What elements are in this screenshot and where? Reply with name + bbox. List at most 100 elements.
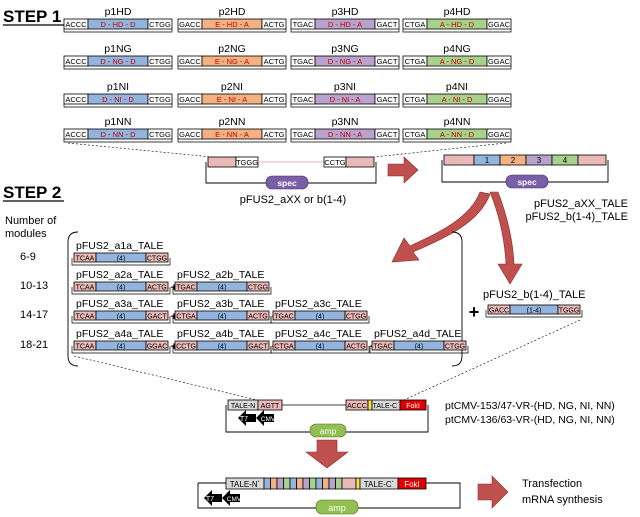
t7-promoter-icon: [238, 410, 256, 426]
site-right-label: GACT: [377, 130, 398, 139]
plasmid-name: pFUS2_a1a_TALE: [76, 240, 163, 252]
module-range: 10-13: [20, 280, 48, 292]
insert-label: D - NN - D: [101, 130, 137, 139]
site-right-label: GACT: [377, 20, 398, 29]
plasmid-loop: [290, 139, 400, 143]
insert-label: A - NN - D: [440, 130, 475, 139]
plasmid-name: pFUS2_a3a_TALE: [76, 298, 163, 310]
final-site: [341, 477, 357, 490]
insert-label: D - NG - D: [100, 57, 136, 66]
plasmid-loop: [270, 346, 370, 354]
plasmid-name: pFUS2_a4a_TALE: [76, 328, 163, 340]
site-left-label: CTGA: [274, 344, 294, 351]
insert-label: (4): [117, 256, 126, 263]
site-left-label: ACCC: [65, 20, 87, 29]
site-left-label: CTGA: [405, 20, 426, 29]
connector-vec-left: [73, 355, 258, 401]
b-plasmid-loop: [485, 310, 583, 318]
site-right: [261, 128, 287, 140]
tale-n-label: TALE-N: [231, 403, 255, 410]
vector-label-1: ptCMV-153/47-VR-(HD, NG, NI, NN): [445, 400, 615, 412]
final-tale-c-label: TALE-C´: [364, 480, 395, 489]
product-spec-label: spec: [517, 177, 537, 187]
site-left-label: ACCC: [65, 57, 87, 66]
final-cmv-icon: [222, 490, 240, 506]
site-right-label: GACT: [248, 344, 268, 351]
plus-sign: +: [171, 341, 177, 353]
step1-title: STEP 1: [3, 7, 61, 26]
insert-label: A - NI - D: [442, 95, 473, 104]
final-loop: [197, 482, 461, 509]
arrow-to-b: [489, 191, 523, 285]
product-end-right: [577, 154, 607, 166]
insert-label: (4): [415, 344, 424, 351]
plasmid-loop: [172, 287, 272, 295]
site-left-label: TCAA: [76, 344, 95, 351]
insert-label: D - NI - D: [102, 95, 134, 104]
plasmid-name: p3NI: [334, 81, 356, 93]
site-right: [261, 55, 287, 67]
site-left-label: TGAC: [293, 20, 314, 29]
cmv-label: CMV: [261, 416, 276, 423]
site-right: [486, 18, 512, 30]
plasmid-name: p3HD: [332, 6, 359, 18]
plasmid-loop: [402, 66, 512, 70]
amp-marker: [309, 423, 347, 438]
plus-sign: +: [171, 282, 177, 294]
site-right: [486, 55, 512, 67]
site-right: [145, 310, 169, 321]
plasmid-name: p4NG: [443, 43, 470, 55]
bracket-right: [451, 231, 463, 367]
final-module: [322, 477, 330, 490]
plasmid-loop: [63, 66, 173, 70]
plasmid-loop: [71, 287, 171, 295]
plasmid-name: pFUS2_a3c_TALE: [275, 298, 362, 310]
backbone-end-right: [345, 156, 375, 168]
plasmid-loop: [177, 104, 287, 108]
site-left-label: TCAA: [76, 314, 95, 321]
site-right: [374, 93, 400, 105]
site-right-label: GGAC: [147, 344, 168, 351]
output-transfection: Transfection: [522, 478, 582, 490]
spec-marker: [265, 175, 309, 190]
site-left-label: TGAC: [373, 344, 392, 351]
site-right: [145, 340, 169, 351]
final-module: [315, 477, 323, 490]
site-left-label: ACCC: [65, 95, 87, 104]
b-site-right: [557, 304, 581, 315]
insert-label: (4): [117, 285, 126, 292]
site-right-label: GACT: [377, 95, 398, 104]
site-left-label: GACC: [179, 130, 201, 139]
plasmid-loop: [177, 29, 287, 33]
foki-label: FokI: [406, 403, 420, 410]
plasmid-name: p4HD: [444, 6, 471, 18]
site-right: [246, 310, 270, 321]
site-right-label: CTGG: [248, 285, 268, 292]
plasmid-name: pFUS2_a4b_TALE: [177, 328, 264, 340]
tale-c-label: TALE-C´: [373, 403, 400, 410]
site-right: [374, 128, 400, 140]
site-left-label: TGAC: [293, 95, 314, 104]
b-plasmid-name: pFUS2_b(1-4)_TALE: [483, 289, 586, 301]
vector-site-right-label: ACCC: [347, 403, 367, 410]
final-module: [302, 477, 310, 490]
site-right: [145, 252, 169, 263]
modules-header-2: modules: [5, 228, 47, 240]
site-left-label: TGAC: [293, 57, 314, 66]
site-right: [246, 340, 270, 351]
final-module: [296, 477, 304, 490]
site-left-label: TGAC: [274, 314, 293, 321]
arrow-down: [305, 439, 349, 469]
